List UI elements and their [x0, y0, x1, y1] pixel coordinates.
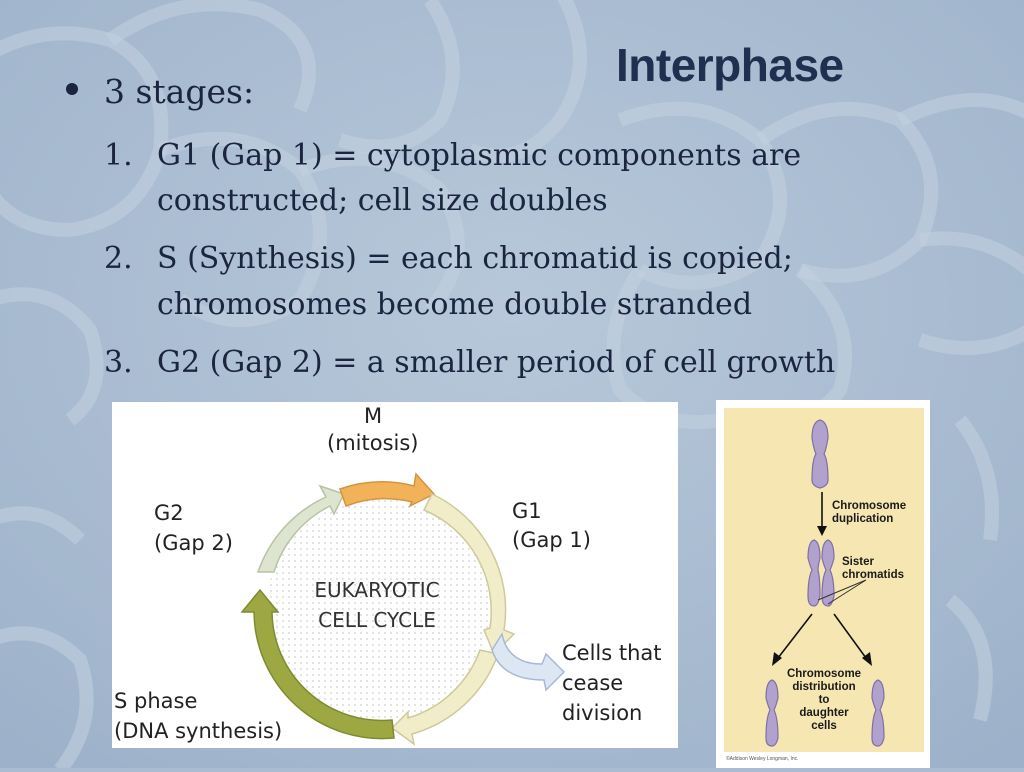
duplication-label-line-1: Chromosome [832, 500, 907, 512]
daughter-chromosome-right [871, 679, 885, 747]
g1-sub-label: (Gap 1) [512, 528, 591, 552]
cycle-interior [266, 499, 490, 723]
distribution-label-line-3: to [818, 694, 830, 706]
g1-label: G1 [512, 499, 542, 523]
duplication-arrowhead [817, 526, 827, 536]
cell-cycle-figure: M (mitosis) G1 (Gap 1) G2 (Gap 2) S phas… [112, 402, 678, 748]
cycle-center-line-1: EUKARYOTIC [314, 578, 440, 602]
distribution-arrow-left [777, 613, 813, 659]
stage-1-number: 1. [104, 138, 133, 173]
sister-label-line-1: Sister [842, 556, 874, 568]
s-label: S phase [114, 689, 198, 713]
chromosome-diagram [724, 408, 924, 752]
s-arrow [240, 588, 395, 740]
distribution-arrowhead-left [772, 652, 782, 666]
g2-sub-label: (Gap 2) [154, 531, 233, 555]
stage-1-line-2: constructed; cell size doubles [157, 183, 608, 218]
g2-label: G2 [154, 501, 184, 525]
exit-label-line-1: Cells that [562, 641, 662, 665]
daughter-chromosome-left [765, 679, 779, 747]
sister-pointer-1 [817, 579, 867, 601]
m-sub-label: (mitosis) [327, 431, 419, 455]
m-arrow [339, 472, 436, 508]
m-label: M [364, 404, 383, 428]
s-sub-label: (DNA synthesis) [114, 719, 283, 743]
single-chromosome [811, 419, 829, 489]
exit-label-line-2: cease [562, 671, 624, 695]
exit-arrow [491, 632, 566, 692]
distribution-label-line-4: daughter [799, 707, 849, 719]
stage-1-line-1: G1 (Gap 1) = cytoplasmic components are [157, 138, 802, 173]
cycle-center-line-2: CELL CYCLE [318, 608, 436, 632]
exit-label-line-3: division [562, 701, 643, 725]
distribution-arrowhead-right [862, 652, 872, 666]
sister-chromatid-right [821, 539, 835, 607]
distribution-label-line-1: Chromosome [786, 668, 862, 680]
sister-chromatid-left [807, 539, 821, 607]
copyright-text: ©Addison Wesley Longman, Inc. [726, 756, 799, 762]
stage-3-line-1: G2 (Gap 2) = a smaller period of cell gr… [157, 345, 836, 380]
chromosome-figure: Chromosome duplication Sister chromatids… [716, 400, 930, 768]
cell-cycle-diagram [240, 472, 566, 746]
sister-pointer-2 [827, 579, 867, 605]
stage-2-line-2: chromosomes become double stranded [157, 287, 753, 322]
stage-3-number: 3. [104, 345, 133, 380]
bullet-dot [66, 83, 78, 95]
bullet-text: 3 stages: [104, 72, 255, 111]
duplication-label-line-2: duplication [832, 513, 894, 525]
distribution-label-line-2: distribution [792, 681, 856, 693]
stage-2-number: 2. [104, 241, 133, 276]
distribution-label-line-5: cells [811, 720, 837, 732]
slide-title: Interphase [616, 39, 844, 91]
stage-2-line-1: S (Synthesis) = each chromatid is copied… [157, 241, 793, 276]
sister-label-line-2: chromatids [842, 569, 904, 581]
distribution-arrow-right [833, 613, 867, 659]
